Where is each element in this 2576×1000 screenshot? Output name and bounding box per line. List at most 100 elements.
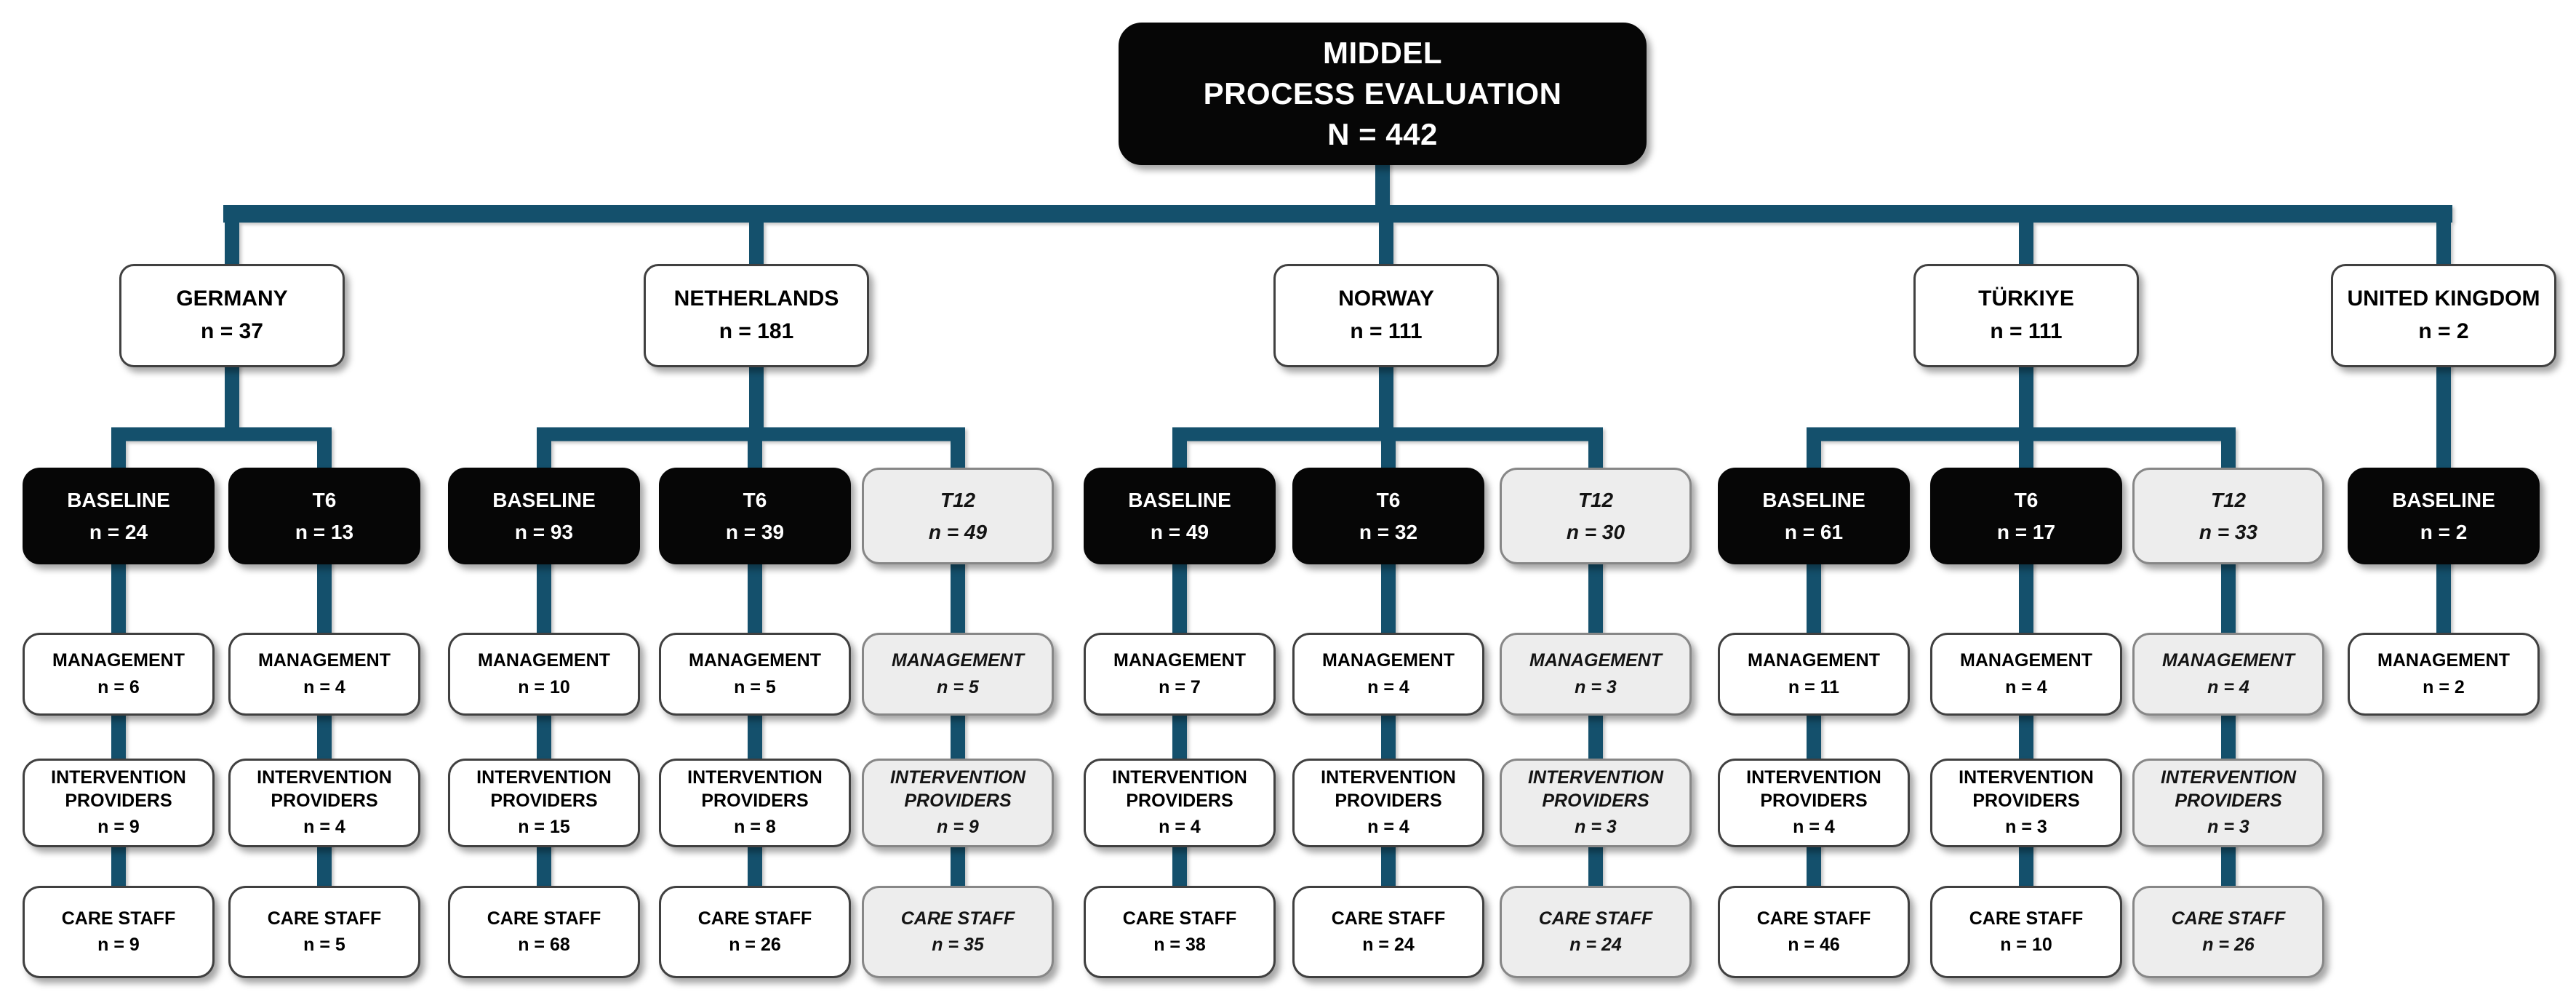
timepoint-box-norway-baseline-count: n = 49 [1150,520,1209,543]
subgroup-box-norway-baseline-management-label: MANAGEMENT [1113,650,1246,671]
subgroup-box-norway-t6-management-count: n = 4 [1367,676,1409,697]
country-box-turkiye-count: n = 111 [1990,319,2063,343]
subgroup-box-germany-baseline-intervention-providers-count: n = 9 [97,817,140,838]
timepoint-box-netherlands-t6-label: T6 [743,488,767,511]
country-box-germany-count: n = 37 [201,319,263,343]
subgroup-box-netherlands-baseline-management-count: n = 10 [518,676,570,697]
subgroup-box-turkiye-t6-management: MANAGEMENT n = 4 [1930,633,2122,716]
timepoint-box-netherlands-baseline-count: n = 93 [514,520,574,543]
subgroup-box-turkiye-t12-intervention-providers-count: n = 3 [2207,817,2249,838]
subgroup-box-turkiye-t6-care-staff: CARE STAFF n = 10 [1930,886,2122,978]
subgroup-box-turkiye-baseline-management-label: MANAGEMENT [1748,650,1880,671]
subgroup-box-norway-t6-care-staff-count: n = 24 [1362,935,1415,955]
timepoint-box-united-kingdom-baseline-count: n = 2 [2420,520,2468,543]
subgroup-box-germany-baseline-care-staff-count: n = 9 [97,935,140,955]
subgroup-box-netherlands-t12-care-staff-count: n = 35 [932,935,984,955]
process-title-box-label: MIDDEL [1323,35,1442,70]
timepoint-box-norway-t6-count: n = 32 [1359,520,1418,543]
country-box-netherlands-label: NETHERLANDS [673,287,839,311]
subgroup-box-united-kingdom-baseline-management-label: MANAGEMENT [2377,650,2510,671]
subgroup-box-turkiye-baseline-management-count: n = 11 [1788,676,1840,697]
country-box-turkiye-label: TÜRKIYE [1978,287,2074,311]
subgroup-box-turkiye-t6-care-staff-label: CARE STAFF [1969,908,2084,929]
subgroup-box-netherlands-baseline-intervention-providers-label: INTERVENTION PROVIDERS [476,767,612,811]
subgroup-box-norway-t12-care-staff-label: CARE STAFF [1538,908,1653,929]
process-title-box-label: PROCESS EVALUATION [1203,76,1562,111]
subgroup-box-turkiye-baseline-intervention-providers-count: n = 4 [1793,817,1835,838]
subgroup-box-turkiye-t6-management-label: MANAGEMENT [1960,650,2092,671]
subgroup-box-norway-t6-intervention-providers: INTERVENTION PROVIDERS n = 4 [1292,759,1484,847]
subgroup-box-norway-t6-intervention-providers-label: INTERVENTION PROVIDERS [1321,767,1456,811]
subgroup-box-turkiye-t6-intervention-providers-label: INTERVENTION PROVIDERS [1959,767,2094,811]
subgroup-box-turkiye-t12-management-label: MANAGEMENT [2162,650,2295,671]
subgroup-box-turkiye-baseline-intervention-providers-label: INTERVENTION PROVIDERS [1746,767,1881,811]
country-box-united-kingdom-label: UNITED KINGDOM [2347,287,2540,311]
country-box-netherlands-count: n = 181 [719,319,794,343]
subgroup-box-germany-baseline-intervention-providers-label: INTERVENTION PROVIDERS [51,767,186,811]
timepoint-box-netherlands-t12-count: n = 49 [928,520,988,543]
subgroup-box-netherlands-t12-management-label: MANAGEMENT [892,650,1024,671]
subgroup-box-turkiye-t6-care-staff-count: n = 10 [2000,935,2052,955]
subgroup-box-turkiye-baseline-care-staff-count: n = 46 [1788,935,1840,955]
timepoint-box-netherlands-t6-count: n = 39 [725,520,785,543]
subgroup-box-germany-baseline-care-staff-label: CARE STAFF [61,908,176,929]
subgroup-box-turkiye-t12-management: MANAGEMENT n = 4 [2132,633,2324,716]
country-box-turkiye: TÜRKIYE n = 111 [1913,264,2139,367]
subgroup-box-germany-t6-care-staff-count: n = 5 [303,935,345,955]
subgroup-box-norway-t12-management-label: MANAGEMENT [1529,650,1662,671]
timepoint-box-turkiye-t6-label: T6 [2014,488,2039,511]
subgroup-box-norway-baseline-intervention-providers: INTERVENTION PROVIDERS n = 4 [1084,759,1276,847]
subgroup-box-germany-t6-care-staff-label: CARE STAFF [267,908,382,929]
subgroup-box-turkiye-t12-care-staff-label: CARE STAFF [2171,908,2286,929]
subgroup-box-netherlands-t6-care-staff-count: n = 26 [729,935,781,955]
subgroup-box-netherlands-t6-care-staff-label: CARE STAFF [697,908,812,929]
timepoint-box-united-kingdom-baseline-label: BASELINE [2392,488,2495,511]
subgroup-box-germany-baseline-management-label: MANAGEMENT [52,650,185,671]
timepoint-box-germany-baseline-count: n = 24 [89,520,148,543]
process-title-box-label: N = 442 [1327,117,1438,152]
subgroup-box-turkiye-t12-management-count: n = 4 [2207,676,2249,697]
subgroup-box-netherlands-t12-management-count: n = 5 [937,676,979,697]
subgroup-box-netherlands-t6-management-count: n = 5 [734,676,776,697]
timepoint-box-turkiye-t6-count: n = 17 [1996,520,2056,543]
subgroup-box-norway-baseline-intervention-providers-count: n = 4 [1159,817,1201,838]
subgroup-box-germany-t6-intervention-providers-count: n = 4 [303,817,345,838]
timepoint-box-turkiye-t12-label: T12 [2210,488,2247,511]
subgroup-box-turkiye-t6-management-count: n = 4 [2005,676,2047,697]
subgroup-box-netherlands-t12-management: MANAGEMENT n = 5 [862,633,1054,716]
timepoint-box-turkiye-baseline-count: n = 61 [1784,520,1844,543]
subgroup-box-norway-t6-care-staff-label: CARE STAFF [1331,908,1446,929]
country-box-norway-count: n = 111 [1350,319,1423,343]
subgroup-box-turkiye-baseline-intervention-providers: INTERVENTION PROVIDERS n = 4 [1718,759,1910,847]
subgroup-box-norway-baseline-management-count: n = 7 [1159,676,1201,697]
subgroup-box-norway-baseline-intervention-providers-label: INTERVENTION PROVIDERS [1112,767,1247,811]
timepoint-box-germany-t6-count: n = 13 [295,520,354,543]
subgroup-box-norway-t6-intervention-providers-count: n = 4 [1367,817,1409,838]
subgroup-box-germany-t6-care-staff: CARE STAFF n = 5 [228,886,420,978]
subgroup-box-germany-t6-management-label: MANAGEMENT [258,650,391,671]
subgroup-box-netherlands-t12-intervention-providers-label: INTERVENTION PROVIDERS [889,767,1026,811]
subgroup-box-united-kingdom-baseline-management-count: n = 2 [2423,676,2465,697]
timepoint-box-turkiye-baseline-label: BASELINE [1762,488,1865,511]
subgroup-box-norway-t6-care-staff: CARE STAFF n = 24 [1292,886,1484,978]
